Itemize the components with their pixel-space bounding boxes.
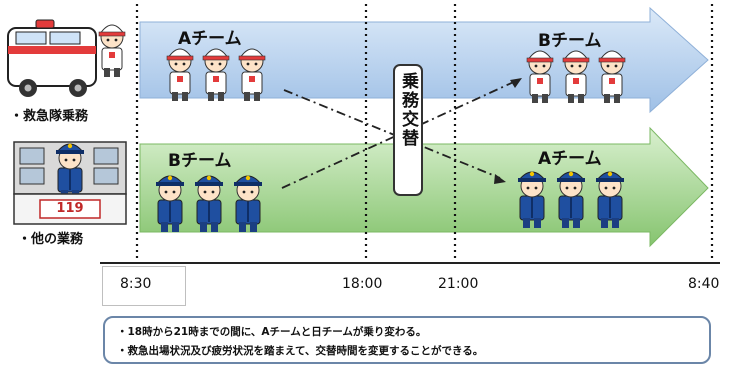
swap-label: 乗務交替	[398, 72, 418, 148]
team-label-top-right: Bチーム	[538, 31, 602, 51]
start-time-box	[102, 266, 186, 306]
police-officer-icon	[155, 175, 263, 233]
time-18: 18:00	[342, 276, 383, 292]
dispatch-number: 119	[56, 201, 84, 216]
note-line-2: ・救急出場状況及び疲労状況を踏まえて、交替時間を変更することができる。	[117, 345, 484, 357]
team-label-bottom-right: Aチーム	[538, 149, 602, 169]
team-label-top-left: Aチーム	[178, 29, 242, 49]
dispatch-operator-icon	[13, 141, 127, 225]
paramedic-icon	[166, 48, 266, 102]
swap-lines	[281, 79, 519, 189]
ambulance-duty-label: ・救急隊乗務	[10, 109, 89, 124]
team-label-bottom-left: Bチーム	[168, 151, 232, 171]
time-end: 8:40	[688, 276, 720, 292]
other-duty-label: ・他の業務	[18, 232, 84, 247]
notes-box: ・18時から21時までの間に、Aチームと日チームが乗り変わる。 ・救急出場状況及…	[103, 316, 711, 364]
swap-label-box: 乗務交替	[393, 64, 423, 196]
time-21: 21:00	[438, 276, 479, 292]
time-start: 8:30	[120, 276, 152, 292]
time-gridlines	[135, 4, 714, 262]
note-line-1: ・18時から21時までの間に、Aチームと日チームが乗り変わる。	[117, 326, 427, 338]
ambulance-icon	[7, 19, 126, 97]
